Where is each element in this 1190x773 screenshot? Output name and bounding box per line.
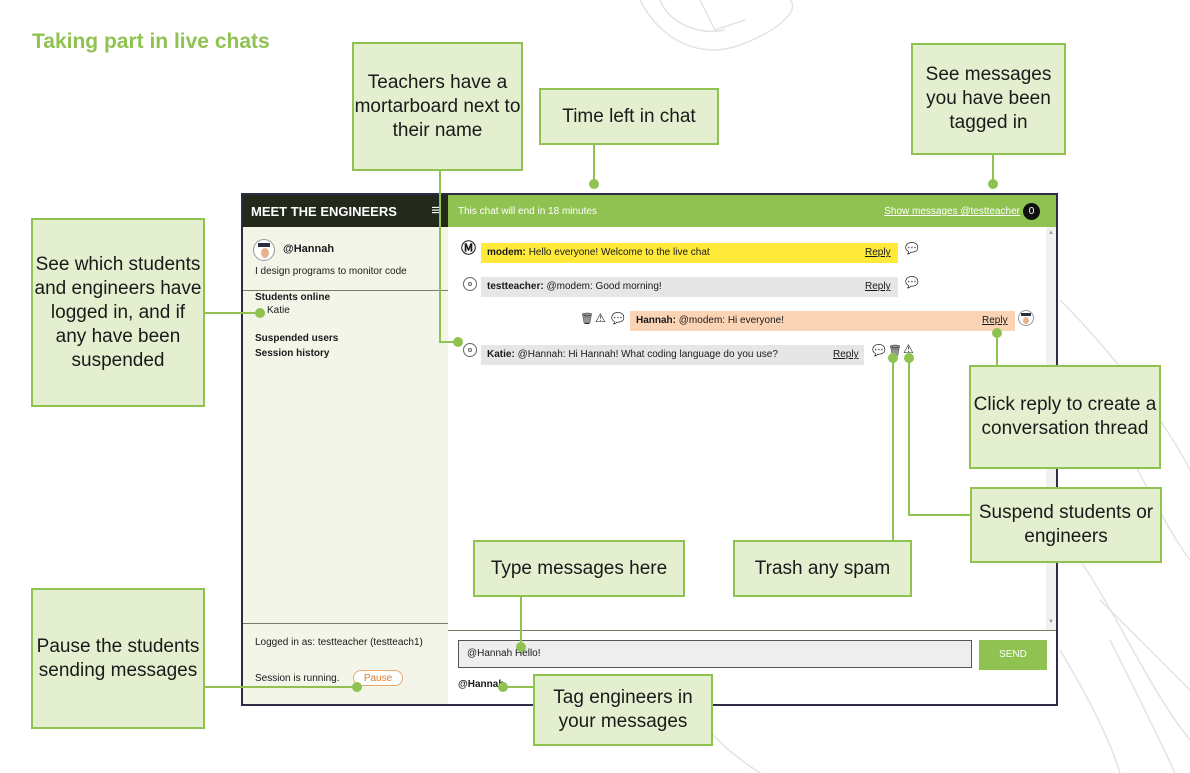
- avatar: [253, 239, 275, 261]
- message-row: Hannah: @modem: Hi everyone! Reply: [630, 311, 1015, 331]
- suspended-users-link[interactable]: Suspended users: [255, 333, 339, 344]
- callout-time-left: Time left in chat: [539, 88, 719, 145]
- tag-suggestion[interactable]: @Hannah: [458, 679, 505, 690]
- message-sender: Hannah:: [636, 315, 676, 326]
- reply-link[interactable]: Reply: [982, 315, 1008, 326]
- thread-icon[interactable]: 💬: [905, 243, 919, 255]
- user-icon: [463, 277, 477, 291]
- message-sender: modem:: [487, 247, 526, 258]
- message-sender: testteacher:: [487, 281, 544, 292]
- logged-in-text: Logged in as: testteacher (testteach1): [255, 637, 423, 648]
- reply-link[interactable]: Reply: [865, 247, 891, 258]
- show-tagged-messages-link[interactable]: Show messages @testteacher: [884, 206, 1020, 217]
- thread-icon[interactable]: 💬: [872, 345, 886, 357]
- message-row: modem: Hello everyone! Welcome to the li…: [481, 243, 898, 263]
- callout-pause: Pause the students sending messages: [31, 588, 205, 729]
- chat-app-window: MEET THE ENGINEERS ≡ @Hannah I design pr…: [241, 193, 1058, 706]
- reply-link[interactable]: Reply: [865, 281, 891, 292]
- divider: [448, 630, 1056, 631]
- message-row: Katie: @Hannah: Hi Hannah! What coding l…: [481, 345, 864, 365]
- pause-button[interactable]: Pause: [353, 670, 403, 686]
- sidebar-title: MEET THE ENGINEERS: [251, 203, 397, 219]
- divider: [243, 290, 448, 291]
- message-text: @Hannah: Hi Hannah! What coding language…: [517, 349, 778, 360]
- scroll-up-icon[interactable]: ▲: [1048, 230, 1054, 236]
- session-history-link[interactable]: Session history: [255, 348, 330, 359]
- user-icon: [463, 343, 477, 357]
- page-title: Taking part in live chats: [32, 30, 270, 53]
- trash-icon[interactable]: 🗑: [580, 313, 594, 325]
- callout-reply: Click reply to create a conversation thr…: [969, 365, 1161, 469]
- profile-bio: I design programs to monitor code: [255, 266, 407, 277]
- modem-logo-icon: Ⓜ: [461, 240, 477, 257]
- message-text: Hello everyone! Welcome to the live chat: [528, 247, 710, 258]
- scroll-down-icon[interactable]: ▼: [1048, 619, 1054, 625]
- chat-header: This chat will end in 18 minutes Show me…: [448, 195, 1056, 227]
- callout-type: Type messages here: [473, 540, 685, 597]
- online-user-item[interactable]: Katie: [267, 305, 290, 316]
- send-button[interactable]: SEND: [979, 640, 1047, 670]
- message-sender: Katie:: [487, 349, 515, 360]
- callout-students-online: See which students and engineers have lo…: [31, 218, 205, 407]
- message-input[interactable]: @Hannah Hello!: [458, 640, 972, 668]
- tag-count-badge: 0: [1023, 203, 1040, 220]
- message-text: @modem: Good morning!: [546, 281, 662, 292]
- trash-icon[interactable]: 🗑: [888, 345, 902, 357]
- reply-link[interactable]: Reply: [833, 349, 859, 360]
- callout-tag: Tag engineers in your messages: [533, 674, 713, 746]
- teacher-mortarboard-icon: [1018, 310, 1034, 326]
- thread-icon[interactable]: 💬: [905, 277, 919, 289]
- session-status: Session is running.: [255, 673, 340, 684]
- divider: [243, 623, 448, 624]
- warning-icon[interactable]: ⚠: [903, 342, 914, 356]
- message-row: testteacher: @modem: Good morning! Reply: [481, 277, 898, 297]
- callout-suspend: Suspend students or engineers: [970, 487, 1162, 563]
- profile-name: @Hannah: [283, 243, 335, 255]
- warning-icon[interactable]: ⚠: [595, 311, 606, 325]
- students-online-label: Students online: [255, 292, 330, 303]
- thread-icon[interactable]: 💬: [611, 313, 625, 325]
- hamburger-icon[interactable]: ≡: [431, 202, 440, 219]
- sidebar: MEET THE ENGINEERS ≡ @Hannah I design pr…: [243, 195, 448, 704]
- callout-mortarboard: Teachers have a mortarboard next to thei…: [352, 42, 523, 171]
- chat-timer: This chat will end in 18 minutes: [458, 206, 597, 217]
- callout-trash: Trash any spam: [733, 540, 912, 597]
- message-text: @modem: Hi everyone!: [678, 315, 784, 326]
- callout-tagged: See messages you have been tagged in: [911, 43, 1066, 155]
- sidebar-header: MEET THE ENGINEERS ≡: [243, 195, 448, 227]
